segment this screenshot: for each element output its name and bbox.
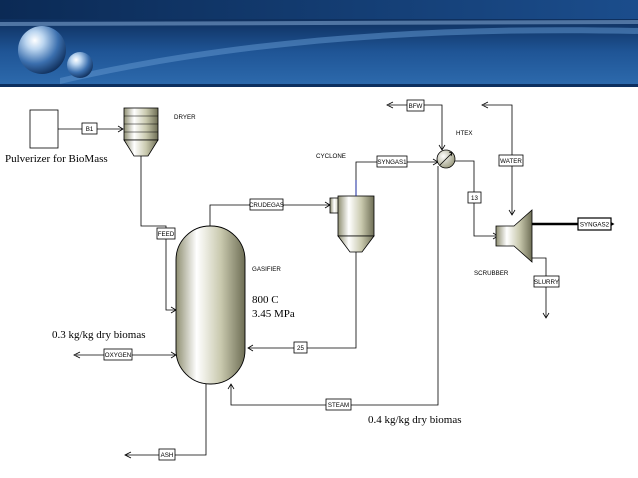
oxygen-ratio-label: 0.3 kg/kg dry biomas <box>52 329 146 341</box>
cyclone-unit: CYCLONE <box>316 153 375 253</box>
stream-line-bfw <box>389 104 443 150</box>
svg-text:ASH: ASH <box>161 452 174 459</box>
stream-line-feed <box>140 156 176 311</box>
pulverizer-block: Pulverizer for BioMass <box>5 109 108 165</box>
cyclone-label: CYCLONE <box>316 153 346 160</box>
stream-line-crudegas <box>209 204 330 226</box>
stream-line-syngas1 <box>355 161 438 180</box>
gasifier-temperature: 800 C <box>252 294 279 306</box>
stream-line-25 <box>248 252 357 349</box>
svg-text:13: 13 <box>471 195 478 202</box>
svg-text:25: 25 <box>297 345 304 352</box>
svg-text:SYNGAS1: SYNGAS1 <box>377 159 407 166</box>
pulverizer-label: Pulverizer for BioMass <box>5 153 108 165</box>
dryer-label: DRYER <box>174 114 196 121</box>
stream-tag-bfw <box>406 99 425 112</box>
stream-tag-13 <box>467 191 482 204</box>
stream-tag-syngas2 <box>577 217 612 231</box>
scrubber-label: SCRUBBER <box>474 270 509 277</box>
htex-unit: HTEX <box>436 130 473 169</box>
svg-text:BFW: BFW <box>409 103 423 110</box>
htex-label: HTEX <box>456 130 473 137</box>
stream-tag-syngas1 <box>376 155 408 168</box>
stream-tag-slurry <box>533 275 560 288</box>
header-banner <box>0 0 638 87</box>
svg-text:B1: B1 <box>86 126 94 133</box>
svg-text:STEAM: STEAM <box>328 402 349 409</box>
scrubber-unit: SCRUBBER <box>474 209 533 277</box>
svg-text:OXYGEN: OXYGEN <box>105 352 131 359</box>
stream-tag-water <box>498 154 524 167</box>
gasifier-label: GASIFIER <box>252 266 281 273</box>
dryer-unit: DRYER <box>123 107 196 157</box>
logo-sphere-small-icon <box>67 52 93 78</box>
svg-text:FEED: FEED <box>158 231 175 238</box>
stream-tag-ash <box>158 448 176 461</box>
svg-text:WATER: WATER <box>500 158 522 165</box>
stream-tag-crudegas <box>249 198 284 211</box>
stream-tag-25 <box>293 341 308 354</box>
svg-text:SYNGAS2: SYNGAS2 <box>580 222 610 229</box>
svg-text:SLURRY: SLURRY <box>534 279 559 286</box>
gasifier-pressure: 3.45 MPa <box>252 308 295 320</box>
steam-ratio-label: 0.4 kg/kg dry biomas <box>368 414 462 426</box>
stream-line-water <box>484 104 513 215</box>
stream-tag-feed <box>156 227 176 240</box>
stream-tag-b1 <box>81 122 98 135</box>
gasifier-unit: GASIFIER 800 C 3.45 MPa <box>175 225 295 385</box>
logo-sphere-large-icon <box>18 26 66 74</box>
stream-line-ash <box>126 384 207 456</box>
stream-tag-oxygen <box>103 348 133 361</box>
stream-tag-steam <box>325 398 352 411</box>
svg-text:CRUDEGAS: CRUDEGAS <box>249 202 284 209</box>
